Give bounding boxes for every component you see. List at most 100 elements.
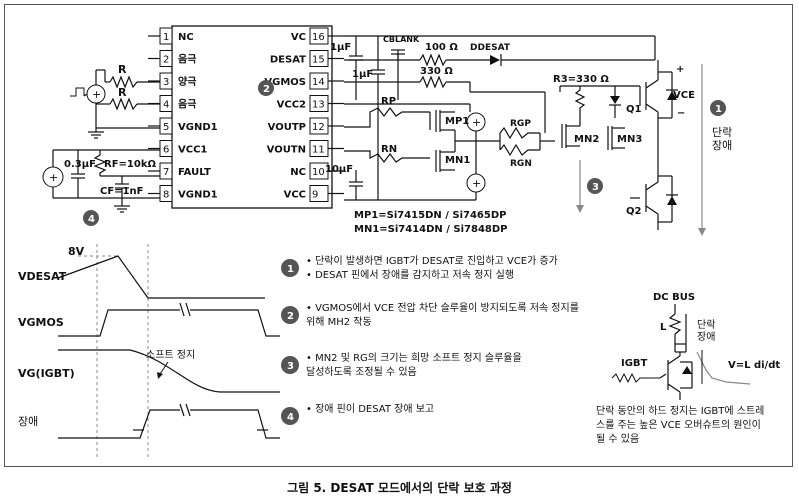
ic-pin-10-label: NC bbox=[290, 167, 306, 178]
rp-label: RP bbox=[381, 96, 396, 107]
q1-label: Q1 bbox=[626, 104, 642, 115]
rn-label: RN bbox=[381, 144, 397, 155]
q2-diode-icon bbox=[667, 196, 677, 205]
q1-diode-icon bbox=[667, 91, 677, 100]
note-badge-1 bbox=[281, 259, 299, 277]
r330-label: 330 Ω bbox=[420, 66, 453, 77]
figure-caption: 그림 5. DESAT 모드에서의 단락 보호 과정 bbox=[287, 481, 512, 495]
ic-pin-15-num: 15 bbox=[312, 55, 325, 66]
svg-text:+: + bbox=[49, 171, 58, 184]
timing-diagram: 8V VDESAT VGMOS VG(IGBT) 장애 소프트 정지 bbox=[18, 244, 280, 460]
timing-row-fault: 장애 bbox=[18, 415, 38, 428]
inset-desc-2: 스를 주는 높은 VCE 오버슈트의 원인이 bbox=[596, 419, 761, 431]
ic-pin-7-label: FAULT bbox=[178, 167, 211, 178]
ic-pin-5-num: 5 bbox=[163, 122, 169, 133]
ic-pin-2-num: 2 bbox=[163, 55, 169, 66]
note-2-line-1: • VGMOS에서 VCE 전압 차단 슬루율이 방지되도록 저속 정지를 bbox=[306, 301, 579, 314]
ddesat-label: DDESAT bbox=[470, 43, 511, 53]
ic-pin-8-num: 8 bbox=[163, 190, 169, 201]
rf-label: RF=10kΩ bbox=[104, 159, 156, 170]
timing-row-vdesat: VDESAT bbox=[18, 270, 67, 283]
input-pulse-icon bbox=[70, 87, 85, 97]
mp-note: MP1=Si7415DN / Si7465DP bbox=[354, 210, 506, 221]
ic-pin-11-num: 11 bbox=[312, 145, 325, 156]
badge-4-left bbox=[83, 210, 99, 226]
inset-overshoot-icon bbox=[696, 351, 751, 385]
note-1-line-1: • 단락이 발생하면 IGBT가 DESAT로 진입하고 VCE가 증가 bbox=[306, 254, 558, 267]
r100-label: 100 Ω bbox=[425, 42, 458, 53]
ic-pin-3-box bbox=[159, 72, 173, 90]
svg-text:+: + bbox=[472, 177, 481, 190]
vgigbt-waveform bbox=[58, 349, 280, 393]
resistor-rgp bbox=[499, 126, 540, 140]
badge-1-circuit-text: 1 bbox=[715, 104, 722, 115]
vce-plus: + bbox=[676, 64, 684, 75]
ic-pin-5-box bbox=[159, 117, 173, 135]
ic-pin-10-num: 10 bbox=[312, 167, 325, 178]
figure-frame bbox=[4, 4, 793, 467]
cblank-label: CBLANK bbox=[383, 35, 420, 44]
r3-label: R3=330 Ω bbox=[553, 74, 609, 85]
cf-label: CF=1nF bbox=[100, 186, 143, 197]
rgn-label: RGN bbox=[510, 159, 532, 169]
ic-pin-14-num: 14 bbox=[312, 77, 325, 88]
inset-desc-1: 단락 동안의 하드 정지는 IGBT에 스트레 bbox=[596, 404, 764, 417]
badge-3-circuit-text: 3 bbox=[592, 182, 599, 193]
resistor-330 bbox=[419, 75, 447, 89]
mn3-diode-icon bbox=[610, 96, 620, 104]
r1-label: R bbox=[118, 63, 127, 76]
ic-body bbox=[171, 25, 333, 209]
mn3-label: MN3 bbox=[617, 134, 642, 145]
resistor-rf bbox=[93, 150, 107, 176]
ic-pin-8-label: VGND1 bbox=[178, 190, 218, 201]
mp1-label: MP1 bbox=[445, 116, 469, 127]
ic-pin-2-label: 음극 bbox=[178, 54, 196, 66]
inset-desc-3: 될 수 있음 bbox=[596, 433, 639, 445]
resistor-r2 bbox=[109, 97, 138, 111]
c3-label: 10μF bbox=[325, 164, 353, 175]
ic-pin-15-label: DESAT bbox=[270, 55, 306, 66]
fault-waveform-a bbox=[58, 409, 180, 439]
vce-minus: − bbox=[677, 108, 685, 119]
soft-stop-label: 소프트 정지 bbox=[146, 349, 195, 361]
fault-waveform-b bbox=[190, 409, 280, 439]
ic-pin-1-num: 1 bbox=[163, 32, 169, 43]
badge-2-circuit bbox=[258, 80, 274, 96]
rgp-label: RGP bbox=[510, 119, 531, 129]
q2-label: Q2 bbox=[626, 206, 642, 217]
ic-pin-4-label: 음극 bbox=[178, 99, 196, 111]
ic-pin-12-label: VOUTP bbox=[268, 122, 306, 133]
resistor-rgn bbox=[499, 143, 540, 157]
note-3-line-2: 달성하도록 조정될 수 있음 bbox=[306, 365, 417, 378]
inset-dc-bus: DC BUS bbox=[653, 292, 695, 303]
note-badge-4-text: 4 bbox=[287, 412, 294, 423]
badge-2-circuit-text: 2 bbox=[263, 84, 270, 95]
ic-pin-6-box bbox=[159, 140, 173, 157]
ic-pin-7-box bbox=[159, 162, 173, 180]
vgmos-waveform-b bbox=[190, 309, 280, 337]
note-badge-4 bbox=[281, 407, 299, 425]
inset-igbt: IGBT bbox=[621, 358, 648, 369]
ic-pin-14-label: VGMOS bbox=[264, 77, 306, 88]
note-2-line-2: 위해 MH2 작동 bbox=[306, 315, 372, 328]
ic-pin-2-box bbox=[159, 50, 173, 67]
notes-list: 1• 단락이 발생하면 IGBT가 DESAT로 진입하고 VCE가 증가• D… bbox=[281, 254, 579, 425]
cap-03-label: 0.3μF bbox=[64, 159, 96, 170]
ic-pin-7-num: 7 bbox=[163, 167, 169, 178]
resistor-100 bbox=[419, 53, 447, 67]
mn2-label: MN2 bbox=[574, 134, 599, 145]
ic-pin-5-label: VGND1 bbox=[178, 122, 218, 133]
ic-pin-1-label: NC bbox=[178, 32, 194, 43]
ic-pin-12-num: 12 bbox=[312, 122, 325, 133]
mn1-label: MN1 bbox=[445, 155, 470, 166]
ic-pin-3-num: 3 bbox=[163, 77, 169, 88]
note-3-line-1: • MN2 및 RG의 크기는 희망 소프트 정지 슬루율을 bbox=[306, 352, 522, 364]
svg-text:+: + bbox=[92, 88, 101, 101]
v8-label: 8V bbox=[68, 245, 85, 258]
ddesat-diode-icon bbox=[490, 55, 500, 65]
r2-label: R bbox=[118, 86, 127, 99]
note-badge-3-text: 3 bbox=[287, 361, 294, 372]
